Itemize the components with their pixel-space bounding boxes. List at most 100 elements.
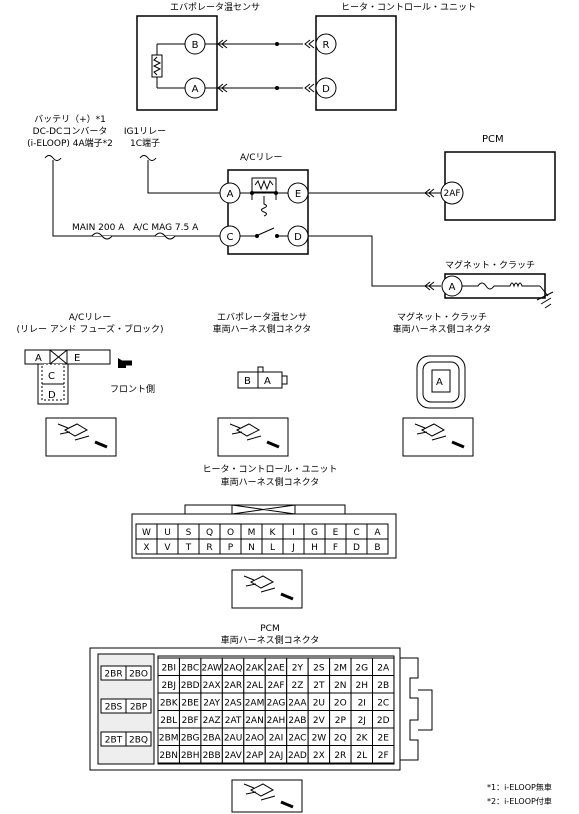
pcm-pin-label: 2R xyxy=(334,751,346,761)
pcm-pin-label: 2BI xyxy=(161,663,176,673)
thermistor-icon xyxy=(151,54,163,78)
pcm-pin-label: 2BN xyxy=(159,751,178,761)
pcm-pin-label: 2Q xyxy=(334,733,347,743)
magnet-clutch: マグネット・クラッチ A xyxy=(441,259,554,309)
svg-text:車両ハーネス側コネクタ: 車両ハーネス側コネクタ xyxy=(393,323,492,335)
pcm-pin-label: 2AI xyxy=(269,733,284,743)
pcm-pin-label: 2AS xyxy=(224,698,242,708)
pcm-pin-label: 2AX xyxy=(203,681,221,691)
connector-mark-icon xyxy=(217,39,228,93)
relay-pin-d: D xyxy=(294,232,302,243)
heater-pin-label: H xyxy=(311,543,318,553)
svg-text:A: A xyxy=(436,377,443,388)
pcm-pin-label: 2E xyxy=(378,733,390,743)
pcm-pin-label: 2H xyxy=(356,681,369,691)
pcm-pin-label: 2M xyxy=(334,663,348,673)
pcm-pin-label: 2U xyxy=(313,698,325,708)
pcm-pin-label: 2AC xyxy=(288,733,306,743)
pcm-left-pin-label: 2BQ xyxy=(129,736,148,746)
pcm-pin-label: 2J xyxy=(358,716,366,726)
svg-text:エバポレータ温センサ: エバポレータ温センサ xyxy=(217,312,307,323)
svg-text:ヒータ・コントロール・ユニット: ヒータ・コントロール・ユニット xyxy=(202,464,337,475)
pcm: PCM 2AF xyxy=(440,134,556,221)
pcm-pin-label: 2AA xyxy=(288,698,307,708)
heater-pin-label: A xyxy=(374,528,381,538)
pcm-pin-label: 2BM xyxy=(159,733,179,743)
main-fuse-label: MAIN 200 A xyxy=(72,223,125,233)
footnote-1: *1：i-ELOOP無車 xyxy=(487,782,552,792)
svg-text:(リレー アンド フューズ・ブロック): (リレー アンド フューズ・ブロック) xyxy=(17,323,164,335)
connector-mark-icon xyxy=(424,281,435,291)
ground-icon xyxy=(536,285,554,309)
ac-relay: A/Cリレー A E C D xyxy=(219,153,309,255)
heater-pin-label: W xyxy=(142,528,151,538)
pcm-pin-label: 2AT xyxy=(225,716,242,726)
pcm-left-pin-label: 2BO xyxy=(129,670,148,680)
pcm-pin-label: 2W xyxy=(312,733,327,743)
relay-switch-icon xyxy=(240,227,288,237)
heater-pin-label: M xyxy=(248,528,256,538)
pcm-pin-label: 2L xyxy=(356,751,367,761)
heater-pin-label: G xyxy=(311,528,318,538)
heater-pin-label: N xyxy=(248,543,255,553)
pcm-pin-label: 2X xyxy=(313,751,325,761)
pcm-pin-label: 2BL xyxy=(160,716,177,726)
pcm-pin-label: 2AW xyxy=(201,663,221,673)
svg-text:車両ハーネス側コネクタ: 車両ハーネス側コネクタ xyxy=(221,634,320,646)
battery-label: バッテリ（+）*1 DC-DCコンバータ (i-ELOOP) 4A端子*2 xyxy=(27,114,113,149)
heater-pin-label: J xyxy=(291,543,295,553)
pcm-pin-label: 2BC xyxy=(181,663,199,673)
footnote-2: *2：i-ELOOP付車 xyxy=(487,796,552,806)
clutch-pin-a: A xyxy=(449,282,456,293)
pcm-left-pin-cell xyxy=(125,665,152,681)
acrelay-connector: A/Cリレー (リレー アンド フューズ・ブロック) A E C D フロント側 xyxy=(17,313,164,405)
heater-control-unit: ヒータ・コントロール・ユニット R D xyxy=(315,2,476,111)
heater-pin-label: C xyxy=(353,528,359,538)
heater-pin-label: P xyxy=(228,543,234,553)
pcm-pin-label: 2I xyxy=(358,698,366,708)
heater-pin-label: I xyxy=(292,528,295,538)
heater-pin-label: D xyxy=(353,543,360,553)
pcm-pin-label: 2A xyxy=(377,663,390,673)
svg-text:A: A xyxy=(35,353,42,364)
pcm-pin-2af: 2AF xyxy=(443,189,460,199)
pcm-left-pin-label: 2BR xyxy=(104,670,122,680)
svg-text:車両ハーネス側コネクタ: 車両ハーネス側コネクタ xyxy=(213,323,312,335)
pcm-pin-label: 2V xyxy=(313,716,326,726)
pcm-pin-label: 2Z xyxy=(291,681,303,691)
heater-pin-label: T xyxy=(185,543,192,553)
pcm-pin-label: 2AD xyxy=(288,751,307,761)
svg-text:バッテリ（+）*1: バッテリ（+）*1 xyxy=(34,114,106,125)
wire-end-icon xyxy=(139,155,157,161)
connector-mark-icon xyxy=(424,188,435,198)
connector-plug-icon xyxy=(57,423,465,809)
pcm-pin-label: 2G xyxy=(355,663,368,673)
pcm-pin-label: 2O xyxy=(334,698,347,708)
heater-pin-label: B xyxy=(374,543,380,553)
pcm-pin-label: 2BB xyxy=(203,751,221,761)
pcm-pin-label: 2AM xyxy=(245,698,265,708)
pcm-left-pin-label: 2BT xyxy=(105,736,123,746)
svg-text:PCM: PCM xyxy=(260,624,279,634)
evap-connector: エバポレータ温センサ 車両ハーネス側コネクタ B A xyxy=(213,312,312,389)
ac-relay-label: A/Cリレー xyxy=(240,153,282,163)
pcm-pin-label: 2AK xyxy=(246,663,265,673)
pcm-pin-label: 2K xyxy=(356,733,369,743)
pcm-pin-label: 2AN xyxy=(245,716,264,726)
pcm-pin-label: 2BK xyxy=(160,698,179,708)
pcm-pin-label: 2BD xyxy=(181,681,200,691)
heater-pin-label: R xyxy=(206,543,212,553)
pcm-pin-label: 2N xyxy=(334,681,346,691)
pcm-pin-label: 2AU xyxy=(224,733,242,743)
wire-end-icon xyxy=(44,155,62,161)
svg-text:E: E xyxy=(74,353,80,364)
svg-text:A/Cリレー: A/Cリレー xyxy=(69,313,111,323)
pcm-pin-label: 2B xyxy=(377,681,389,691)
heater-pin-d: D xyxy=(322,84,330,95)
heater-pin-label: X xyxy=(143,543,149,553)
ig1-relay-label: IG1リレー 1C端子 xyxy=(124,127,166,149)
evap-pin-b: B xyxy=(192,40,199,51)
pcm-pin-label: 2F xyxy=(378,751,389,761)
